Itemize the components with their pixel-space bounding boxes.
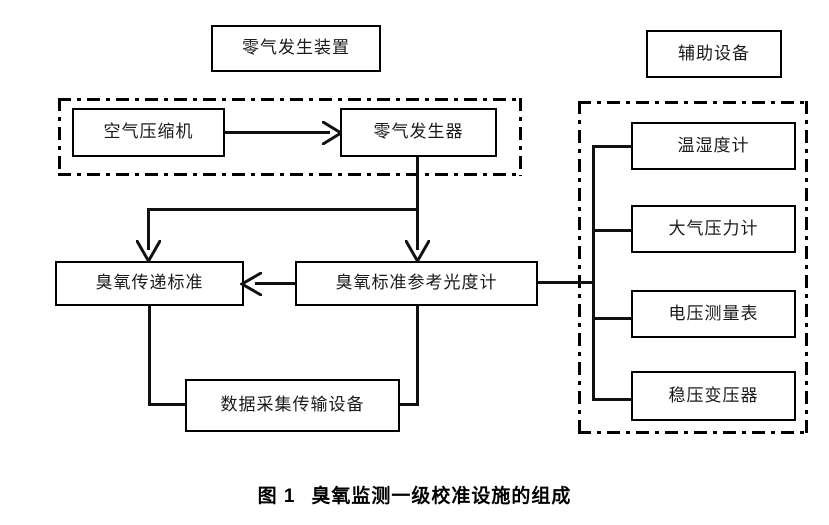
node-ozone-transfer-standard: 臭氧传递标准 — [55, 261, 244, 306]
node-data-acquisition-device: 数据采集传输设备 — [185, 379, 400, 432]
node-air-compressor: 空气压缩机 — [72, 108, 225, 157]
node-barometer: 大气压力计 — [631, 205, 796, 253]
panel-edge-right — [805, 101, 808, 434]
panel-edge-left — [578, 101, 581, 434]
connector-auxiliary-bus — [592, 146, 595, 400]
connector-bus-to-voltage-stabilizer — [592, 398, 633, 401]
connector-photometer-down — [416, 305, 419, 405]
group-title-auxiliary-equipment: 辅助设备 — [646, 30, 782, 78]
node-thermo-hygrometer: 温湿度计 — [631, 122, 796, 170]
connector-branch-to-photometer — [416, 208, 419, 250]
connector-compressor-to-generator — [225, 131, 330, 134]
connector-auxiliary-to-photometer — [537, 281, 594, 284]
figure-caption-number: 图 1 — [257, 486, 296, 507]
connector-into-data-box-right — [397, 403, 419, 406]
connector-bus-to-thermo-hygrometer — [592, 145, 633, 148]
panel-edge-top — [578, 101, 808, 104]
node-zero-air-generator: 零气发生器 — [340, 108, 497, 157]
figure-caption: 图 1 臭氧监测一级校准设施的组成 — [0, 481, 829, 508]
group-title-zero-air-device: 零气发生装置 — [211, 25, 381, 72]
connector-photometer-to-transfer-standard — [255, 282, 297, 285]
arrowhead-photometer-to-transfer-standard — [240, 272, 262, 296]
arrowhead-to-transfer-standard — [136, 240, 161, 262]
arrowhead-to-photometer — [405, 240, 430, 262]
figure-caption-title: 臭氧监测一级校准设施的组成 — [311, 486, 572, 507]
group-panel-zero-air — [58, 98, 522, 176]
node-voltage-meter: 电压测量表 — [631, 290, 796, 338]
connector-branch-to-transfer-standard — [147, 208, 150, 250]
node-ozone-reference-photometer: 臭氧标准参考光度计 — [295, 261, 538, 306]
arrowhead-compressor-to-generator — [322, 121, 342, 145]
group-panel-auxiliary — [578, 101, 808, 434]
connector-bus-to-barometer — [592, 229, 633, 232]
panel-edge-bottom — [578, 431, 808, 434]
node-voltage-stabilizer: 稳压变压器 — [631, 371, 796, 421]
connector-generator-drop — [416, 157, 419, 211]
connector-bus-to-voltage-meter — [592, 317, 633, 320]
panel-edge-left — [58, 98, 61, 176]
panel-edge-right — [519, 98, 522, 176]
connector-generator-branch-bar — [147, 208, 419, 211]
panel-edge-top — [58, 98, 522, 101]
connector-into-data-box-left — [148, 403, 188, 406]
panel-edge-bottom — [58, 173, 522, 176]
connector-transfer-standard-down — [148, 305, 151, 405]
